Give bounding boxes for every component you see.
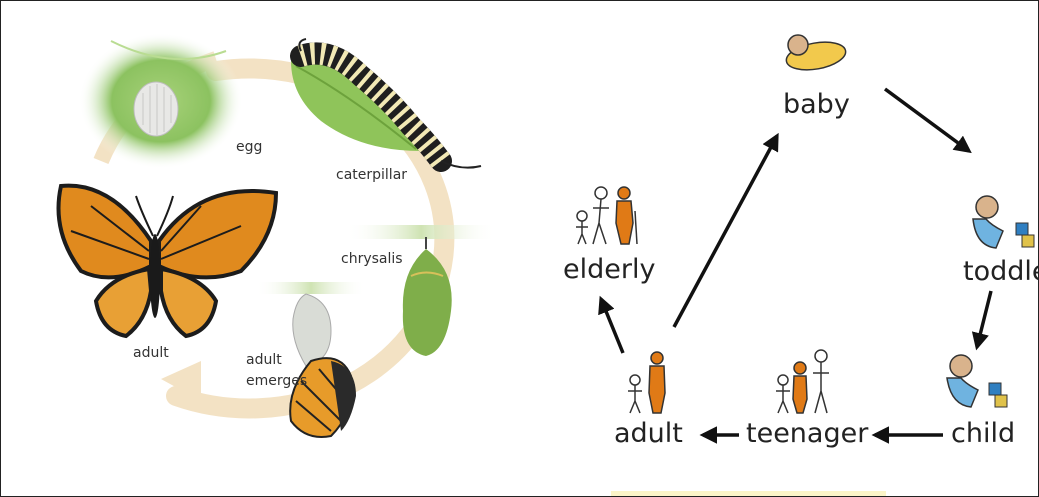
- butterfly-icon: [59, 186, 277, 336]
- caterpillar-icon: [291, 39, 481, 168]
- human-lifecycle: baby toddle child teenager: [563, 35, 1039, 497]
- egg-icon: [79, 33, 243, 169]
- label-elderly: elderly: [563, 254, 655, 285]
- label-caterpillar: caterpillar: [336, 167, 407, 183]
- label-toddler: toddle: [963, 256, 1039, 287]
- baby-icon: [784, 35, 848, 74]
- label-adult-emerges-1: adult: [246, 352, 282, 368]
- arrow-baby-to-toddler: [885, 89, 969, 151]
- butterfly-lifecycle: egg caterpillar chrysalis adult: [59, 33, 497, 437]
- toddler-icon: [973, 196, 1034, 248]
- label-adult-emerges-2: emerges: [246, 373, 307, 389]
- teenager-icon: [776, 350, 829, 413]
- label-adult-butterfly: adult: [133, 345, 169, 361]
- arrow-adult-to-elderly: [601, 299, 623, 353]
- elderly-icon: [576, 187, 637, 244]
- label-teenager: teenager: [746, 418, 869, 449]
- bottom-highlight-band: [611, 491, 886, 497]
- label-baby: baby: [783, 89, 850, 120]
- chrysalis-icon: [346, 225, 496, 356]
- child-icon: [947, 355, 1007, 407]
- label-egg: egg: [236, 139, 262, 155]
- label-chrysalis: chrysalis: [341, 251, 403, 267]
- arrow-toddler-to-child: [977, 291, 991, 347]
- adult-figure-icon: [628, 352, 665, 413]
- label-adult: adult: [614, 418, 683, 449]
- label-child: child: [951, 418, 1015, 449]
- arrow-adult-to-baby: [674, 136, 777, 327]
